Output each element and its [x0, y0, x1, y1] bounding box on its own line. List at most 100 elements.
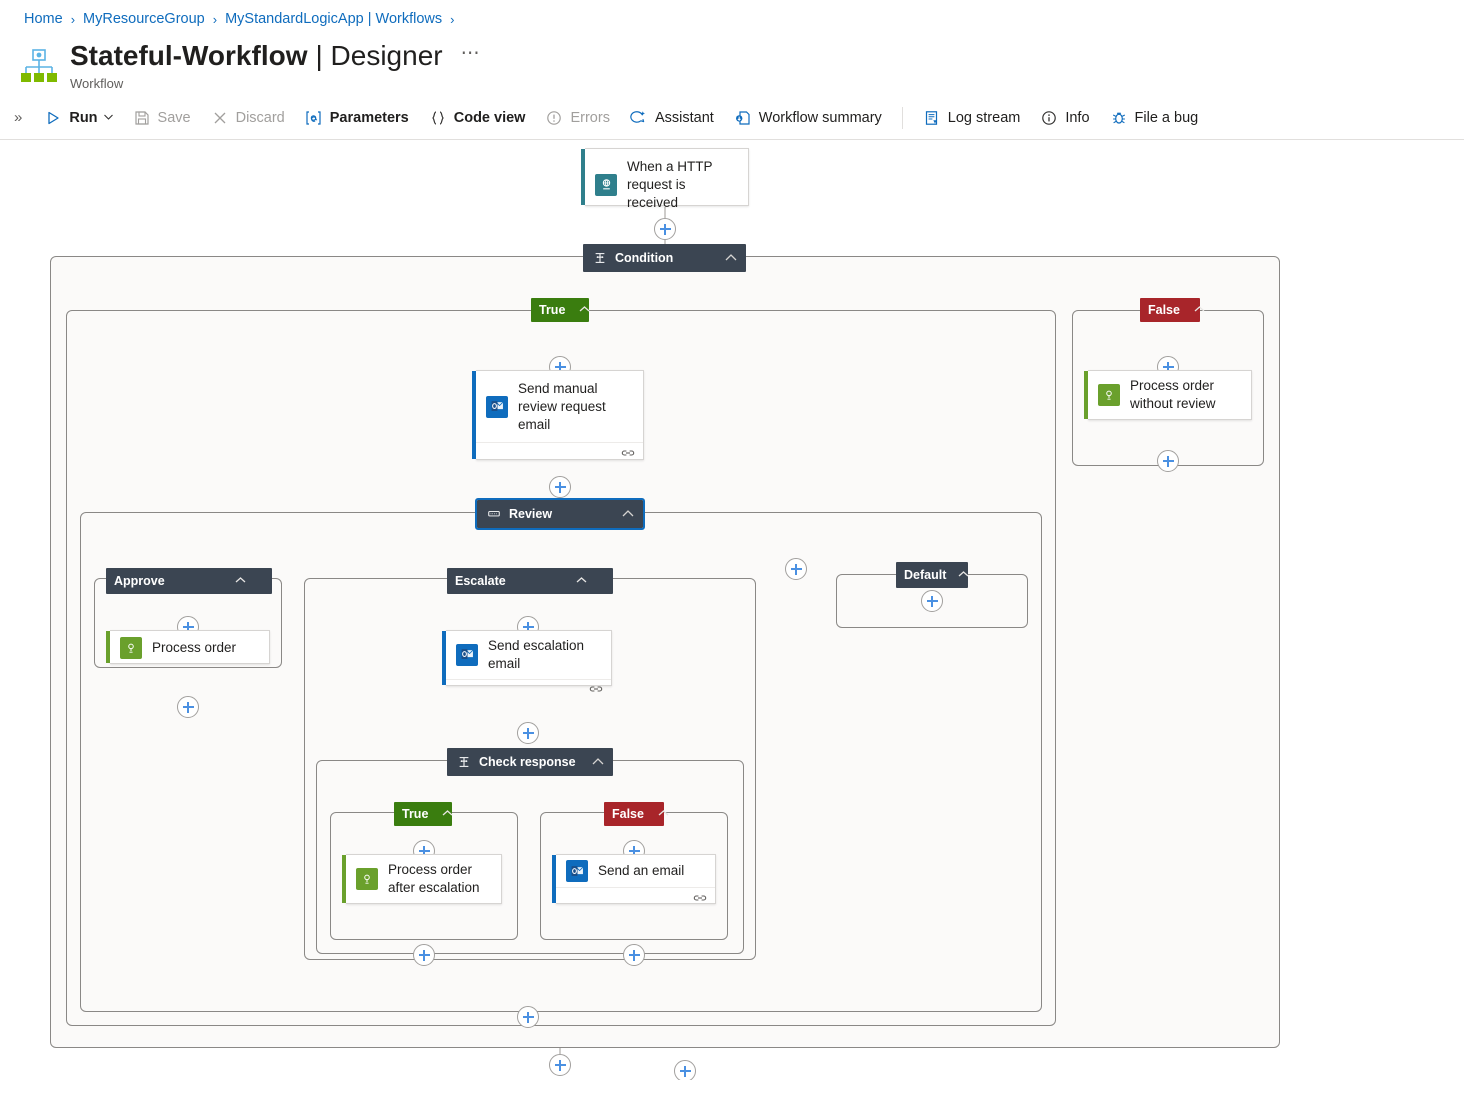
action-node-process-order[interactable]: Process order: [106, 630, 270, 664]
page-subtitle: Workflow: [70, 76, 124, 92]
case-label-approve[interactable]: Approve: [106, 568, 272, 594]
case-label-escalate[interactable]: Escalate: [447, 568, 613, 594]
link-connection-icon[interactable]: [693, 890, 707, 908]
chevron-up-icon[interactable]: [442, 809, 453, 819]
case-default-label: Default: [904, 568, 947, 582]
breadcrumb-item-home[interactable]: Home: [24, 11, 63, 27]
add-action-button[interactable]: [517, 1006, 539, 1028]
add-action-button[interactable]: [413, 944, 435, 966]
bug-icon: [1110, 109, 1128, 127]
node-footer: [446, 678, 611, 701]
branch-label-true[interactable]: True: [394, 802, 453, 826]
chevron-up-icon[interactable]: [576, 576, 587, 586]
log-stream-label: Log stream: [947, 109, 1021, 126]
compose-icon: [120, 637, 142, 659]
chevron-up-icon[interactable]: [1194, 305, 1205, 315]
errors-button: Errors: [535, 104, 619, 132]
code-view-button[interactable]: Code view: [419, 104, 536, 132]
compose-icon: [1098, 384, 1120, 406]
branch-false-label: False: [612, 807, 644, 821]
breadcrumb-separator: ›: [212, 11, 218, 27]
condition-node-label: Check response: [479, 755, 576, 769]
info-circle-icon: [1040, 109, 1058, 127]
chevron-up-icon[interactable]: [576, 757, 604, 768]
condition-node-check-response-header[interactable]: Check response: [447, 748, 613, 776]
breadcrumb-item-logic-app[interactable]: MyStandardLogicApp | Workflows: [225, 11, 443, 27]
expand-sidebar-icon[interactable]: »: [14, 109, 23, 126]
add-action-button[interactable]: [549, 1054, 571, 1076]
branch-label-false[interactable]: False: [1140, 298, 1205, 322]
node-accent-bar: [581, 149, 585, 205]
discard-button: Discard: [201, 104, 295, 132]
add-action-button[interactable]: [177, 696, 199, 718]
page-header: Stateful-Workflow | Designer ⋯ Workflow: [0, 30, 1464, 92]
action-node-process-order-after-escalation[interactable]: Process order after escalation: [342, 854, 502, 904]
branch-label-true[interactable]: True: [531, 298, 590, 322]
workflow-designer-canvas[interactable]: When a HTTP request is received Conditio…: [0, 140, 1464, 1080]
branch-true-label: True: [539, 303, 566, 317]
errors-label: Errors: [570, 109, 610, 126]
page-title-main: Stateful-Workflow: [70, 40, 308, 71]
toolbar-divider: [901, 106, 903, 129]
chevron-up-icon[interactable]: [958, 570, 969, 580]
action-node-process-order-without-review[interactable]: Process order without review: [1084, 370, 1252, 420]
action-node-send-an-email[interactable]: Send an email: [552, 854, 716, 904]
outlook-icon: [456, 643, 478, 666]
chevron-up-icon[interactable]: [235, 576, 246, 586]
case-label-default[interactable]: Default: [896, 562, 969, 588]
compose-icon: [356, 868, 378, 890]
case-approve-label: Approve: [114, 574, 165, 588]
http-request-icon: [595, 173, 617, 196]
link-connection-icon[interactable]: [621, 445, 635, 463]
node-accent-bar: [472, 371, 476, 459]
parameters-button[interactable]: Parameters: [295, 104, 419, 132]
branch-label-false[interactable]: False: [604, 802, 669, 826]
add-action-button[interactable]: [921, 590, 943, 612]
chevron-up-icon[interactable]: [658, 809, 669, 819]
trigger-node-http-request[interactable]: When a HTTP request is received: [581, 148, 749, 210]
add-action-button[interactable]: [623, 944, 645, 966]
info-button[interactable]: Info: [1030, 104, 1099, 132]
chevron-up-icon[interactable]: [579, 305, 590, 315]
action-node-send-escalation-email[interactable]: Send escalation email: [442, 630, 612, 692]
save-disk-icon: [133, 109, 151, 127]
more-options-button[interactable]: ⋯: [460, 43, 481, 65]
switch-node-review-header[interactable]: Review: [475, 498, 645, 530]
log-stream-button[interactable]: Log stream: [913, 104, 1031, 132]
condition-node-header[interactable]: Condition: [583, 244, 746, 272]
command-toolbar: » Run Save Discard: [0, 96, 1464, 140]
add-case-button[interactable]: [785, 558, 807, 580]
close-x-icon: [211, 109, 229, 127]
chevron-up-icon[interactable]: [709, 253, 737, 264]
add-action-button[interactable]: [1157, 450, 1179, 472]
discard-label: Discard: [235, 109, 285, 126]
add-action-button[interactable]: [654, 218, 676, 240]
breadcrumb-separator: ›: [70, 11, 76, 27]
node-accent-bar: [442, 631, 446, 685]
page-title-rest: | Designer: [315, 40, 443, 71]
code-view-label: Code view: [453, 109, 526, 126]
file-a-bug-button[interactable]: File a bug: [1100, 104, 1209, 132]
workflow-summary-button[interactable]: Workflow summary: [724, 104, 892, 132]
page-title: Stateful-Workflow | Designer ⋯: [70, 40, 481, 72]
condition-node-label: Condition: [615, 251, 674, 265]
breadcrumb-item-resource-group[interactable]: MyResourceGroup: [83, 11, 205, 27]
node-footer: [556, 887, 715, 909]
node-accent-bar: [342, 855, 346, 903]
action-node-label: Send escalation email: [488, 638, 585, 671]
assistant-button[interactable]: Assistant: [620, 104, 724, 132]
chevron-down-icon[interactable]: [103, 112, 113, 123]
add-action-button[interactable]: [517, 722, 539, 744]
breadcrumb: Home › MyResourceGroup › MyStandardLogic…: [0, 0, 1464, 30]
file-a-bug-label: File a bug: [1134, 109, 1199, 126]
curly-braces-icon: [429, 109, 447, 127]
action-node-label: Send an email: [598, 863, 685, 879]
add-action-button[interactable]: [549, 476, 571, 498]
run-button[interactable]: Run: [34, 104, 122, 132]
link-connection-icon[interactable]: [589, 681, 603, 699]
add-action-button[interactable]: [674, 1060, 696, 1080]
node-accent-bar: [552, 855, 556, 903]
action-node-label: Process order without review: [1130, 378, 1216, 411]
chevron-up-icon[interactable]: [606, 509, 634, 520]
action-node-send-manual-review[interactable]: Send manual review request email: [472, 370, 644, 463]
